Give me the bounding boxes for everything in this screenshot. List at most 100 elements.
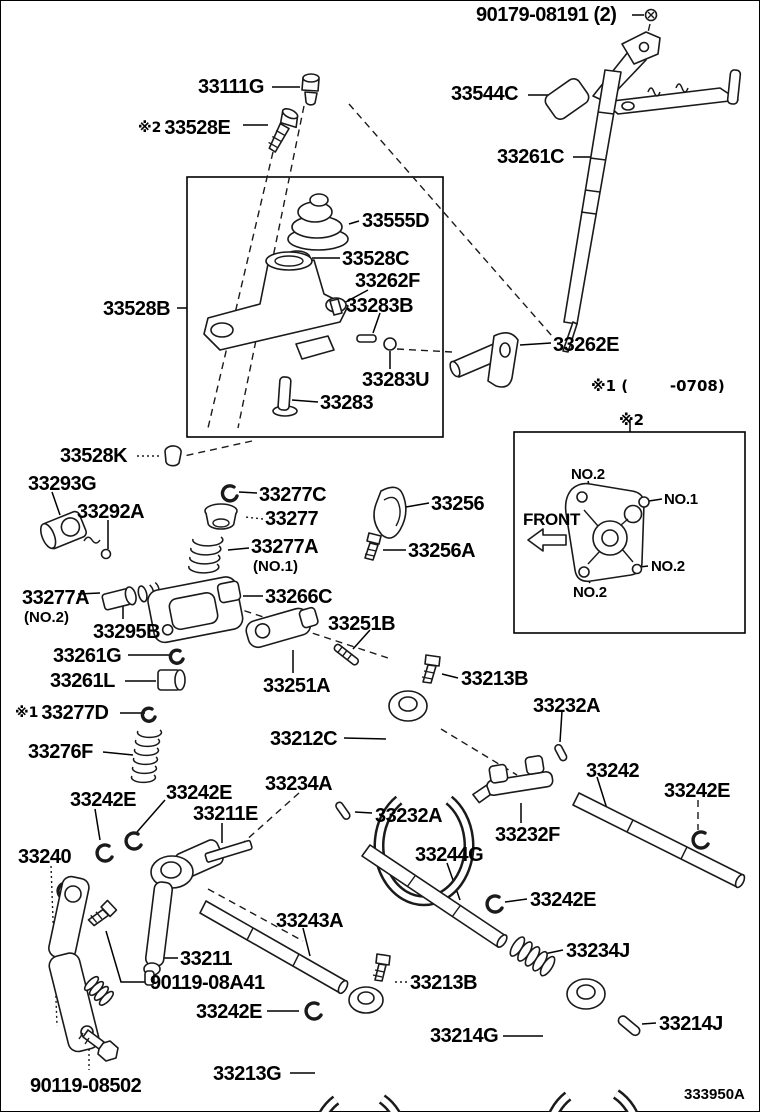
part-cap-33528k: [164, 445, 182, 467]
part-label-33277c[interactable]: 33277C: [259, 484, 327, 506]
part-label-33242e-3[interactable]: 33242E: [166, 782, 232, 804]
part-label-33266c[interactable]: 33266C: [265, 586, 333, 608]
part-shift-fork-33214g: [548, 978, 639, 1112]
part-label-33283b[interactable]: 33283B: [346, 295, 414, 317]
part-label-33261c[interactable]: 33261C: [497, 146, 565, 168]
part-label-33211[interactable]: 33211: [180, 948, 233, 970]
part-shift-head-33232f: [472, 755, 554, 804]
part-shift-head-33256: [373, 486, 407, 539]
part-pin-33214j: [617, 1015, 641, 1037]
part-clip-33277d: [140, 706, 157, 723]
part-label-33262e[interactable]: 33262E: [553, 334, 619, 356]
part-snapring-33242e-4: [95, 843, 114, 863]
part-label-33212c[interactable]: 33212C: [270, 728, 338, 750]
part-bolt-90119-08a41: [87, 899, 118, 927]
part-label-33555d[interactable]: 33555D: [362, 210, 430, 232]
part-pin-33262f: [329, 298, 343, 316]
part-snapring-33242e-2: [485, 894, 504, 914]
part-retainer-33528b: [203, 251, 349, 360]
part-bolt-33111g: [301, 73, 320, 106]
part-label-33276f[interactable]: 33276F: [28, 741, 93, 763]
part-label-33242e-4[interactable]: 33242E: [196, 1001, 262, 1023]
part-label-33214j[interactable]: 33214J: [659, 1013, 723, 1035]
part-label-33261l[interactable]: 33261L: [50, 670, 115, 692]
part-label-33528b[interactable]: 33528B: [103, 298, 171, 320]
part-number[interactable]: 33528E: [164, 117, 231, 139]
part-label-33111g[interactable]: 33111G: [198, 76, 264, 98]
part-shift-lever-shaft-33261c: [562, 69, 622, 353]
part-label-33256a[interactable]: 33256A: [408, 540, 476, 562]
part-shift-outer-lever-33240: [48, 875, 114, 1053]
part-label-33251b[interactable]: 33251B: [328, 613, 396, 635]
ref-mark-2-icon: ※2: [138, 120, 162, 136]
part-label-90179-08191[interactable]: 90179-08191 (2): [476, 4, 617, 26]
part-number[interactable]: 33277A: [251, 536, 319, 558]
part-seat-33277: [204, 503, 238, 530]
part-label-33232a-2[interactable]: 33232A: [375, 805, 443, 827]
part-number[interactable]: 33277A: [22, 587, 90, 609]
part-label-33214g[interactable]: 33214G: [430, 1025, 499, 1047]
part-label-33242e-5[interactable]: 33242E: [530, 889, 596, 911]
part-label-33293g[interactable]: 33293G: [28, 473, 97, 495]
part-label-33213b-2[interactable]: 33213B: [410, 972, 478, 994]
part-label-33240[interactable]: 33240: [18, 846, 72, 868]
part-label-33528c[interactable]: 33528C: [342, 248, 410, 270]
part-label-33295b[interactable]: 33295B: [93, 621, 161, 643]
part-label-33544c[interactable]: 33544C: [451, 83, 519, 105]
part-clip-33277c: [220, 484, 239, 503]
front-arrow: [527, 528, 567, 552]
part-label-33232f[interactable]: 33232F: [495, 824, 560, 846]
part-bolt-33256a: [364, 532, 382, 561]
part-plug-33295b: [101, 581, 160, 611]
part-label-33211e[interactable]: 33211E: [193, 803, 258, 825]
applicability-note: ※1 ( -0708): [591, 377, 725, 395]
part-bolt-33213b-1: [421, 654, 441, 684]
part-boot-33555d: [287, 193, 349, 251]
part-pin-33283b: [356, 334, 377, 343]
part-label-33251a[interactable]: 33251A: [263, 675, 331, 697]
part-fork-shaft-33243a: [199, 900, 349, 995]
part-retainer-33266c: [147, 576, 244, 644]
part-label-33256[interactable]: 33256: [431, 493, 485, 515]
part-label-33292a[interactable]: 33292A: [77, 501, 145, 523]
part-snapring-33242e-3: [304, 1001, 323, 1021]
part-label-33234a[interactable]: 33234A: [265, 773, 333, 795]
part-label-33213g[interactable]: 33213G: [213, 1063, 282, 1085]
leader-lines: [51, 14, 663, 1074]
inset-callout-no2-bottom: NO.2: [573, 584, 607, 601]
part-fork-shaft-head-top: [603, 69, 742, 115]
part-inner-lever-33262e: [449, 332, 519, 388]
part-rod-33211e: [204, 839, 253, 863]
part-label-33262f[interactable]: 33262F: [355, 270, 420, 292]
part-fork-shaft-33244g: [361, 844, 508, 948]
part-label-33232a-1[interactable]: 33232A: [533, 695, 601, 717]
part-snapring-33242e-5: [124, 831, 143, 851]
part-label-33244g[interactable]: 33244G: [415, 844, 484, 866]
part-label-33277a-no1[interactable]: 33277A(NO.1): [251, 536, 319, 574]
part-label-90119-08a41[interactable]: 90119-08A41: [150, 972, 265, 994]
part-label-33243a[interactable]: 33243A: [276, 910, 344, 932]
part-detent-spring-ball-33292a: [83, 536, 112, 560]
part-bolt-90179: [644, 8, 658, 22]
part-label-33242e-1[interactable]: 33242E: [664, 780, 730, 802]
part-label-33277a-no2[interactable]: 33277A(NO.2): [22, 587, 90, 625]
part-label-33283[interactable]: 33283: [320, 392, 374, 414]
part-label-33277[interactable]: 33277: [265, 508, 319, 530]
part-label-33242[interactable]: 33242: [586, 760, 640, 782]
part-bushing-33261l: [157, 669, 186, 691]
part-bolt-90119-08502: [78, 1029, 119, 1062]
part-label-33234j[interactable]: 33234J: [566, 940, 630, 962]
ref-mark-1-icon: ※1: [15, 705, 39, 721]
part-label-33261g[interactable]: 33261G: [53, 645, 122, 667]
front-label: FRONT: [523, 510, 581, 529]
part-label-33242e-2[interactable]: 33242E: [70, 789, 136, 811]
part-lever-33251a: [245, 606, 319, 649]
part-label-90119-08502[interactable]: 90119-08502: [30, 1075, 142, 1097]
part-label-33283u[interactable]: 33283U: [362, 369, 430, 391]
part-label-33213b-1[interactable]: 33213B: [461, 668, 529, 690]
part-number[interactable]: 33277D: [41, 702, 109, 724]
part-label-33528k[interactable]: 33528K: [60, 445, 128, 467]
part-fork-shaft-33242: [572, 792, 746, 889]
